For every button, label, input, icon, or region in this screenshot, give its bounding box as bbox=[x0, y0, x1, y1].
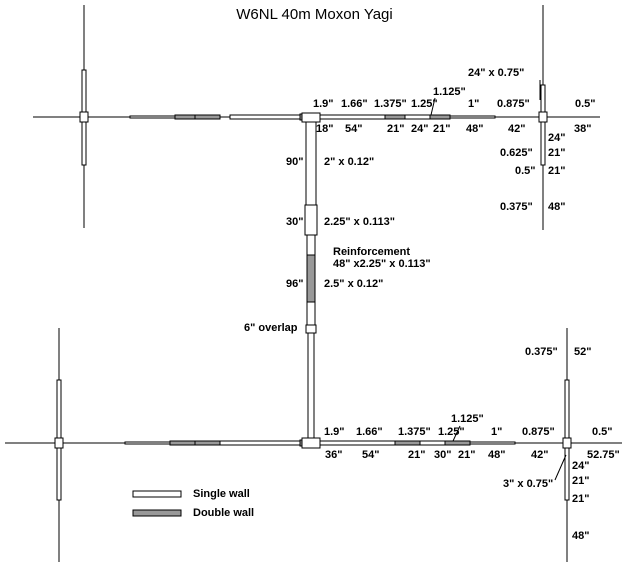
page-title: W6NL 40m Moxon Yagi bbox=[236, 6, 393, 23]
lower-dia-label: 0.5" bbox=[592, 426, 613, 438]
upper-tail-len: 24" bbox=[548, 132, 566, 144]
lower-clamp-label: 3" x 0.75" bbox=[503, 478, 554, 490]
upper-tube-seg bbox=[404, 114, 431, 120]
boom-top-clamp bbox=[301, 112, 321, 123]
lower-right-clamp bbox=[562, 437, 572, 449]
boom-lower-tube bbox=[307, 332, 315, 441]
lower-dia-label: 1.375" bbox=[398, 426, 431, 438]
upper-len-label: 54" bbox=[345, 123, 363, 135]
lower-dia-label: 1.9" bbox=[324, 426, 345, 438]
upper-tail-dia: 0.625" bbox=[500, 147, 533, 159]
boom-overlap-label: 6" overlap bbox=[244, 322, 298, 334]
upper-tube-seg bbox=[194, 114, 221, 120]
upper-clamp-label: 24" x 0.75" bbox=[468, 67, 525, 79]
upper-tube-seg bbox=[229, 114, 301, 120]
boom-bottom-clamp bbox=[301, 437, 321, 449]
upper-dia-label: 1.9" bbox=[313, 98, 334, 110]
lower-len-label: 21" bbox=[408, 449, 426, 461]
upper-tube-seg bbox=[309, 114, 386, 120]
lower-len-label: 48" bbox=[488, 449, 506, 461]
boom-mid-len: 96" bbox=[286, 278, 304, 290]
lower-len-label: 21" bbox=[458, 449, 476, 461]
upper-tail-len: 21" bbox=[548, 147, 566, 159]
lower-tail-dia: 0.375" bbox=[525, 346, 558, 358]
lower-dia-label: 1.25" bbox=[438, 426, 465, 438]
lower-tube-seg bbox=[394, 440, 421, 446]
upper-len-label: 42" bbox=[508, 123, 526, 135]
upper-tube-seg bbox=[384, 114, 406, 120]
lower-len-label: 36" bbox=[325, 449, 343, 461]
lower-dia-label: 0.875" bbox=[522, 426, 555, 438]
boom-overlap bbox=[305, 324, 317, 334]
lower-left-clamp bbox=[54, 437, 64, 449]
boom-joint-size: 2.25" x 0.113" bbox=[324, 216, 395, 228]
upper-tube-seg bbox=[129, 115, 176, 119]
upper-tube-seg bbox=[449, 115, 496, 119]
upper-dia-label: 1" bbox=[468, 98, 480, 110]
lower-tube-seg bbox=[194, 440, 221, 446]
lower-tail-top-len: 52" bbox=[574, 346, 592, 358]
legend-double-swatch bbox=[132, 509, 182, 517]
lower-len-label: 30" bbox=[434, 449, 452, 461]
upper-tube-seg bbox=[174, 114, 196, 120]
lower-tube-seg bbox=[219, 440, 301, 446]
boom-mid-size: 2.5" x 0.12" bbox=[324, 278, 384, 290]
lower-tail-len: 21" bbox=[572, 475, 590, 487]
lower-tube-seg bbox=[419, 440, 446, 446]
upper-dia-label: 1.125" bbox=[433, 86, 466, 98]
upper-len-label: 38" bbox=[574, 123, 592, 135]
leader-line bbox=[430, 97, 436, 116]
boom-top-tube bbox=[305, 116, 317, 206]
legend-single-label: Single wall bbox=[193, 488, 250, 500]
upper-dia-label: 1.66" bbox=[341, 98, 368, 110]
lower-tail-len: 21" bbox=[572, 493, 590, 505]
reinforcement-size: 48" x2.25" x 0.113" bbox=[333, 258, 431, 270]
upper-dia-label: 0.875" bbox=[497, 98, 530, 110]
lower-tube-seg bbox=[309, 440, 396, 446]
upper-tube-seg bbox=[429, 114, 451, 120]
lower-len-label: 54" bbox=[362, 449, 380, 461]
boom-joint bbox=[304, 204, 318, 236]
boom-joint-len: 30" bbox=[286, 216, 304, 228]
upper-dia-label: 0.5" bbox=[575, 98, 596, 110]
upper-left-clamp bbox=[79, 111, 89, 123]
upper-dia-label: 1.375" bbox=[374, 98, 407, 110]
upper-len-label: 24" bbox=[411, 123, 429, 135]
legend-single-swatch bbox=[132, 490, 182, 498]
upper-len-label: 18" bbox=[316, 123, 334, 135]
upper-tail-len: 48" bbox=[548, 201, 566, 213]
boom-top-size: 2" x 0.12" bbox=[324, 156, 375, 168]
lower-tube-seg bbox=[469, 441, 516, 445]
lower-dia-label: 1.125" bbox=[451, 413, 484, 425]
boom-top-len: 90" bbox=[286, 156, 304, 168]
lower-tube-seg bbox=[169, 440, 196, 446]
lower-tail-len: 24" bbox=[572, 460, 590, 472]
lower-len-label: 52.75" bbox=[587, 449, 620, 461]
upper-dia-label: 1.25" bbox=[411, 98, 438, 110]
legend-double-label: Double wall bbox=[193, 507, 255, 519]
upper-right-clamp bbox=[538, 111, 548, 123]
upper-len-label: 48" bbox=[466, 123, 484, 135]
upper-tail-dia: 0.375" bbox=[500, 201, 533, 213]
lower-dia-label: 1" bbox=[491, 426, 503, 438]
lower-tube-seg bbox=[444, 440, 471, 446]
lower-tail-len: 48" bbox=[572, 530, 590, 542]
boom-reinforcement bbox=[306, 254, 316, 303]
upper-tail-len: 21" bbox=[548, 165, 566, 177]
upper-len-label: 21" bbox=[387, 123, 405, 135]
reinforcement-title: Reinforcement bbox=[333, 246, 411, 258]
upper-right-tail-tube bbox=[540, 84, 546, 166]
lower-dia-label: 1.66" bbox=[356, 426, 383, 438]
lower-len-label: 42" bbox=[531, 449, 549, 461]
upper-len-label: 21" bbox=[433, 123, 451, 135]
lower-tube-seg bbox=[124, 441, 171, 445]
upper-tail-dia: 0.5" bbox=[515, 165, 536, 177]
leader-line bbox=[554, 454, 567, 481]
leader-line bbox=[452, 425, 461, 442]
